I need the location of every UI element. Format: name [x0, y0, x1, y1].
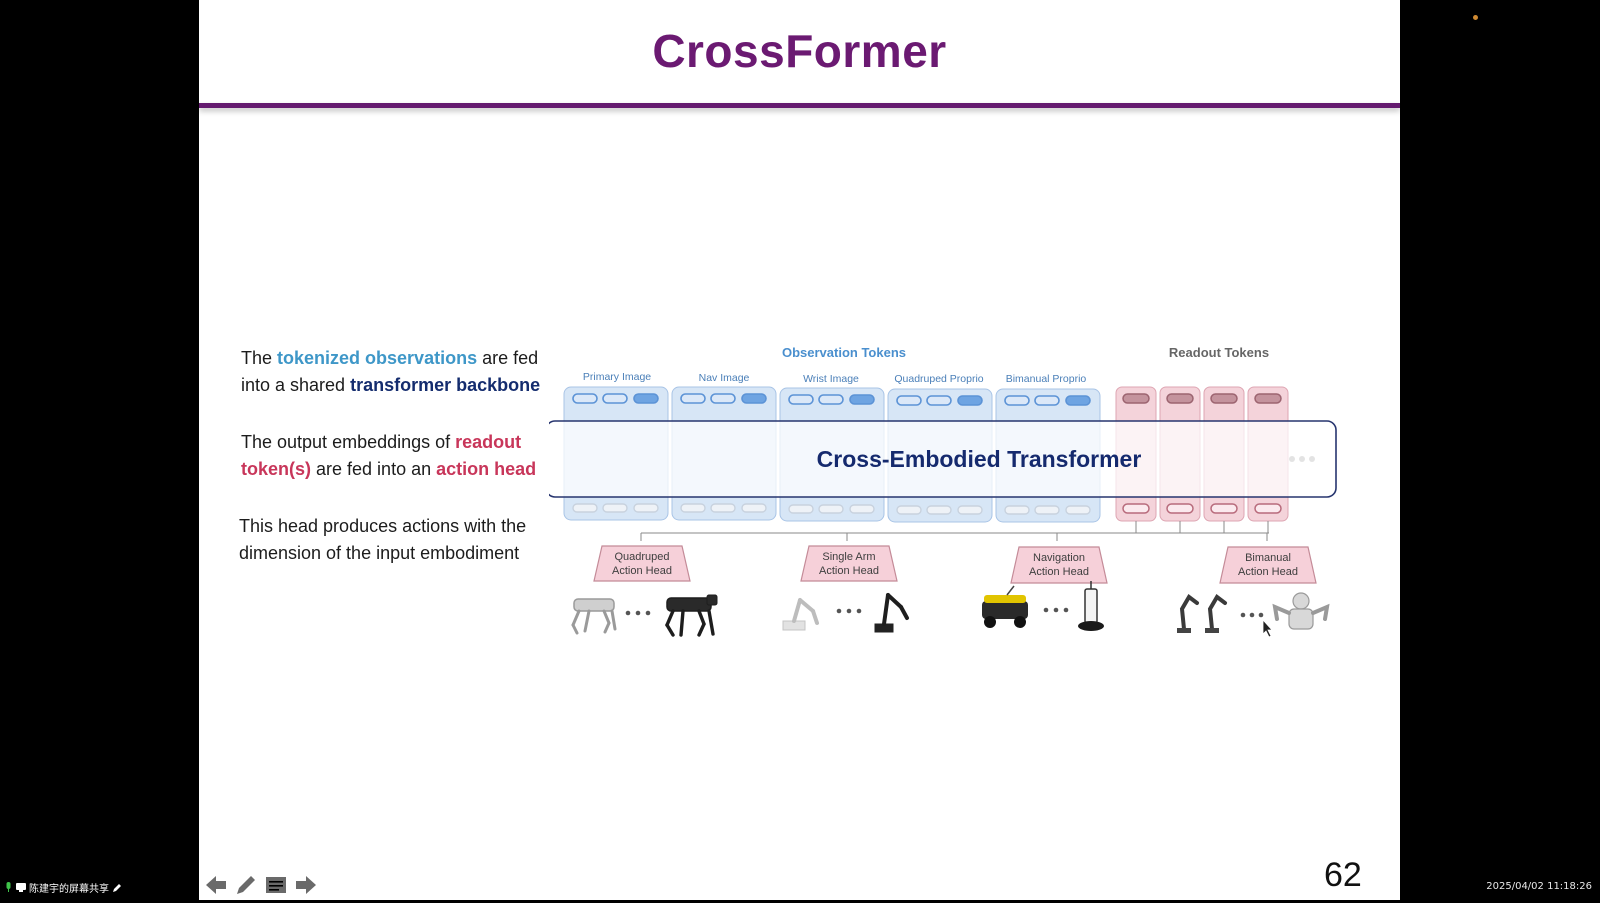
observation-tokens-label: Observation Tokens	[782, 345, 906, 360]
readout-output-tokens	[1122, 503, 1282, 514]
group-label-primary-image: Primary Image	[583, 371, 651, 383]
readout-input-tokens	[1122, 393, 1282, 404]
navigation-action-head	[1010, 546, 1108, 584]
ellipsis-dots	[836, 608, 862, 614]
slide: CrossFormer The tokenized observations a…	[199, 0, 1400, 900]
single-arm-head-line2: Action Head	[819, 565, 879, 577]
ellipsis-dots	[1043, 607, 1069, 613]
quadruped-head-line2: Action Head	[612, 565, 672, 577]
navigation-head-line2: Action Head	[1029, 566, 1089, 578]
highlight-tokenized-observations: tokenized observations	[277, 348, 478, 368]
single-arm-head-line1: Single Arm	[822, 551, 875, 563]
next-slide-icon[interactable]	[293, 872, 319, 898]
transformer-ellipsis	[1289, 456, 1315, 462]
bullet-1: The tokenized observations are fed into …	[241, 348, 541, 395]
slide-title: CrossFormer	[652, 25, 947, 77]
navigation-robots	[982, 581, 1104, 631]
timestamp: 2025/04/02 11:18:26	[1486, 881, 1592, 892]
single-arm-robot-black-icon	[874, 593, 909, 633]
mobile-base-robot-icon	[982, 585, 1028, 628]
obs-input-tokens	[572, 393, 1091, 406]
slide-number: 62	[1324, 856, 1362, 894]
ellipsis-dots	[625, 610, 651, 616]
presentation-controls	[203, 872, 319, 898]
navigation-head-line1: Navigation	[1033, 552, 1085, 564]
group-label-wrist-image: Wrist Image	[803, 373, 859, 385]
bullet-2: The output embeddings of readout token(s…	[241, 432, 537, 479]
quadruped-action-head	[593, 545, 691, 582]
group-label-nav-image: Nav Image	[699, 372, 750, 384]
highlight-transformer-backbone: transformer backbone	[350, 374, 541, 395]
group-label-bimanual-proprio: Bimanual Proprio	[1006, 373, 1087, 385]
group-label-quadruped-proprio: Quadruped Proprio	[894, 373, 983, 385]
transformer-label: Cross-Embodied Transformer	[817, 446, 1142, 472]
single-arm-robots	[782, 593, 909, 633]
slide-menu-icon[interactable]	[263, 872, 289, 898]
highlight-action-head: action head	[436, 458, 537, 479]
tower-robot-icon	[1078, 581, 1104, 631]
bimanual-arms-icon	[1177, 594, 1227, 633]
ellipsis-dots	[1240, 612, 1264, 618]
action-heads	[593, 545, 1317, 584]
head-connectors	[640, 521, 1269, 541]
bullet-list: The tokenized observations are fed into …	[239, 345, 541, 597]
single-arm-robot-white-icon	[782, 598, 819, 631]
quadruped-robot-dark-icon	[665, 594, 718, 637]
title-divider	[199, 103, 1400, 108]
bimanual-head-line1: Bimanual	[1245, 552, 1291, 564]
screen-share-indicator[interactable]: 陈建宇的屏幕共享	[4, 880, 122, 895]
edit-pencil-icon[interactable]	[112, 883, 122, 893]
share-label: 陈建宇的屏幕共享	[29, 884, 109, 895]
mouse-cursor-icon	[1262, 618, 1273, 638]
bimanual-head-line2: Action Head	[1238, 566, 1298, 578]
single-arm-action-head	[800, 545, 898, 582]
bimanual-robots	[1177, 592, 1330, 633]
obs-output-tokens	[572, 503, 1091, 515]
readout-tokens-label: Readout Tokens	[1169, 345, 1269, 360]
microphone-icon	[6, 882, 11, 892]
previous-slide-icon[interactable]	[203, 872, 229, 898]
crossformer-diagram: Observation Tokens Readout Tokens Primar…	[549, 345, 1349, 655]
quadruped-robots	[571, 594, 718, 637]
bullet-3: This head produces actions with the dime…	[239, 516, 527, 563]
bimanual-action-head	[1219, 546, 1317, 584]
highlight-readout-tokens: readout token(s)	[241, 432, 522, 479]
recording-indicator	[1473, 15, 1478, 20]
quadruped-robot-light-icon	[571, 598, 617, 635]
pen-tool-icon[interactable]	[233, 872, 259, 898]
transformer-box	[549, 420, 1337, 498]
screen-share-icon	[16, 883, 26, 892]
quadruped-head-line1: Quadruped	[614, 551, 669, 563]
humanoid-robot-icon	[1272, 592, 1330, 630]
